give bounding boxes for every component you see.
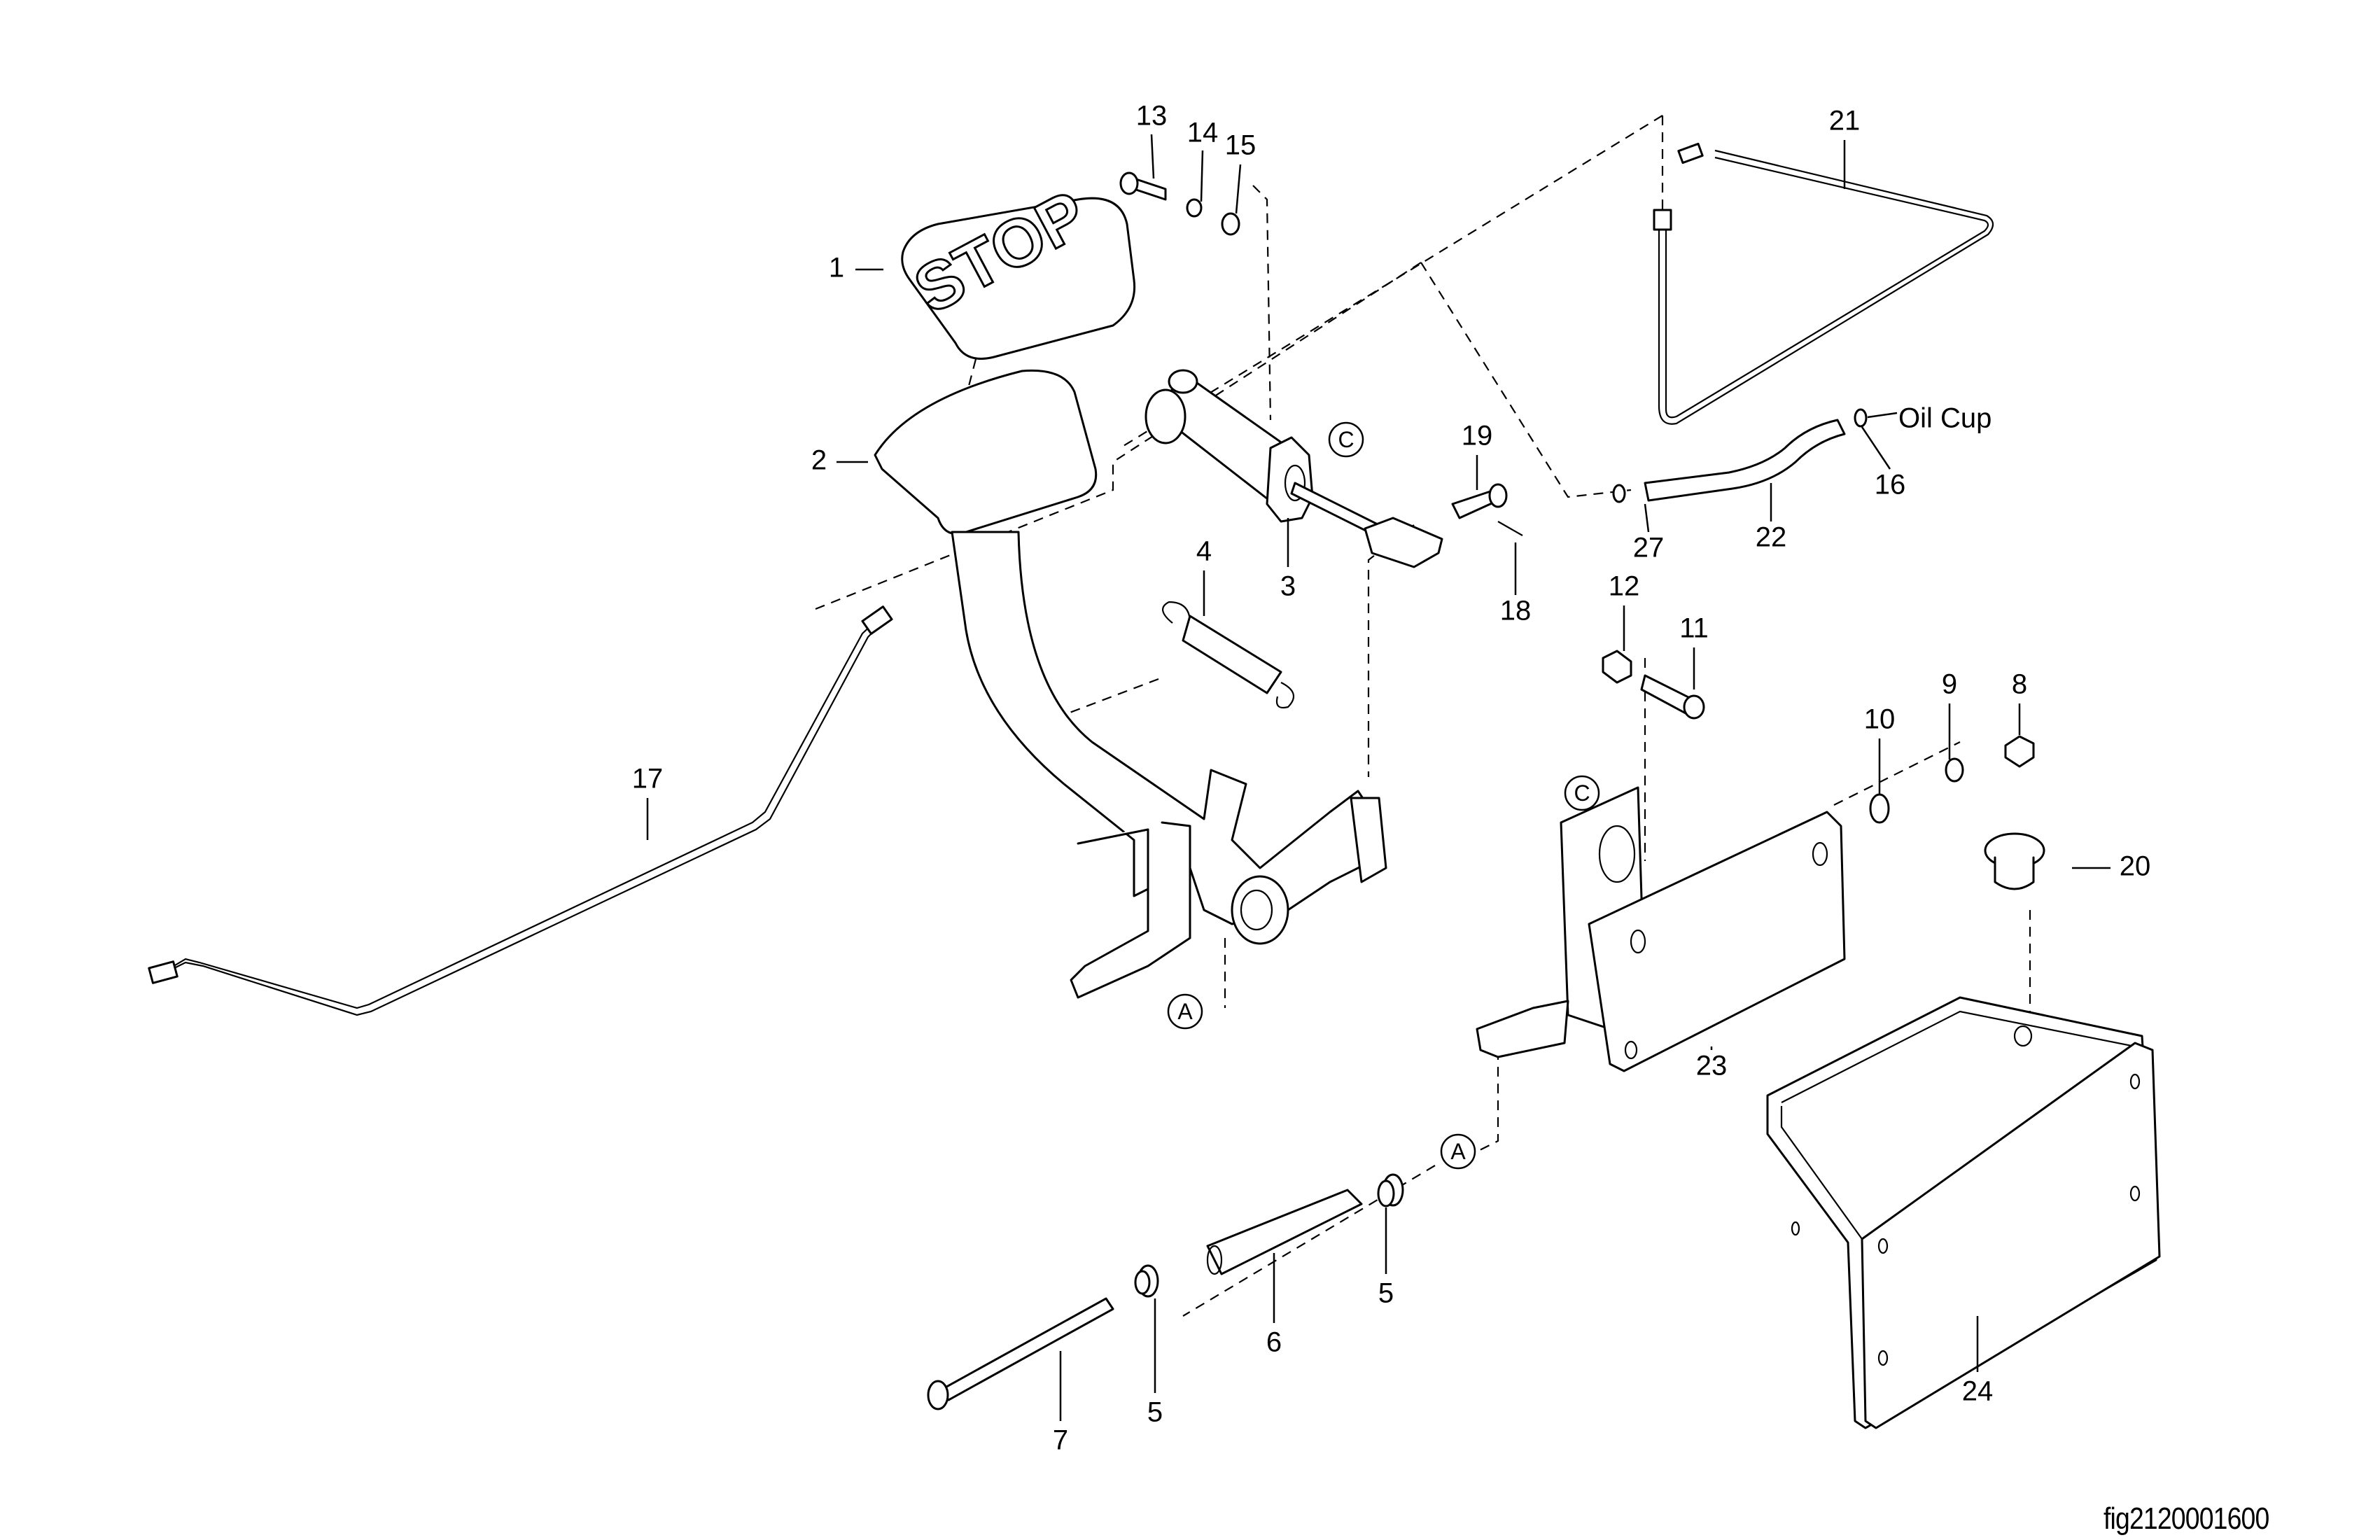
brake-line-21	[1658, 149, 1994, 425]
callout-22: 22	[1756, 483, 1787, 553]
plug-20	[1984, 832, 2045, 890]
leader-line	[1644, 503, 1650, 533]
svg-text:A: A	[1177, 999, 1193, 1024]
callout-number: 23	[1696, 1051, 1728, 1082]
return-spring	[1162, 601, 1295, 709]
callout-number: 5	[1378, 1278, 1394, 1309]
pedal-mount-clevis	[1350, 797, 1387, 883]
hose-22	[1644, 419, 1846, 502]
callout-number: 4	[1196, 536, 1212, 567]
callout-number: 16	[1875, 470, 1906, 500]
reference-marker-A1: A	[1167, 993, 1203, 1030]
callout-18: 18	[1500, 542, 1532, 626]
callout-number: 9	[1942, 669, 1957, 700]
callout-number: 14	[1187, 118, 1219, 148]
callout-number: 11	[1679, 613, 1709, 644]
callout-2: 2	[811, 445, 868, 476]
hose-clamp-16	[1854, 408, 1868, 428]
callout-number: 20	[2120, 851, 2151, 882]
reference-marker-C1: C	[1328, 421, 1364, 458]
callout-number: 15	[1225, 130, 1256, 161]
flat-washer-15	[1221, 212, 1240, 236]
callout-number: 21	[1829, 106, 1861, 136]
reference-marker-C2: C	[1564, 775, 1600, 811]
callout-3: 3	[1280, 518, 1296, 602]
callout-number: 22	[1756, 522, 1787, 553]
callout-number: 3	[1280, 571, 1296, 602]
leader-line	[1235, 164, 1242, 214]
callout-7: 7	[1053, 1351, 1068, 1456]
callout-4: 4	[1196, 536, 1212, 616]
svg-text:C: C	[1574, 780, 1590, 806]
pedal-pivot-hub	[1231, 875, 1289, 945]
lock-washer-14	[1186, 198, 1203, 218]
callout-number: 27	[1633, 533, 1665, 564]
callout-number: 17	[632, 764, 664, 794]
callout-number: 1	[829, 253, 844, 284]
callout-number: 19	[1462, 421, 1493, 451]
callout-23: 23	[1696, 1046, 1728, 1082]
callout-5a: 5	[1147, 1298, 1163, 1428]
cotter-pin	[1497, 521, 1523, 536]
callout-20: 20	[2072, 851, 2150, 882]
callout-19: 19	[1462, 421, 1493, 490]
pedal-foot-bracket	[1070, 821, 1191, 999]
callout-number: 13	[1136, 101, 1168, 132]
callout-number: 2	[811, 445, 827, 476]
callout-9: 9	[1942, 669, 1957, 760]
mount-box	[1766, 996, 2161, 1429]
annotation-oil-cup: Oil Cup	[1898, 403, 1991, 434]
callout-10: 10	[1864, 704, 1896, 794]
svg-text:C: C	[1338, 427, 1354, 452]
master-cylinder	[1144, 369, 1443, 568]
callout-number: 5	[1147, 1397, 1163, 1428]
callout-14: 14	[1187, 118, 1219, 202]
callout-27: 27	[1633, 503, 1665, 564]
leader-line	[1861, 426, 1891, 470]
callout-12: 12	[1609, 571, 1640, 651]
svg-text:A: A	[1450, 1139, 1466, 1164]
brake-line-17	[164, 622, 879, 1016]
callout-24: 24	[1962, 1316, 1994, 1407]
reference-marker-A2: A	[1440, 1133, 1476, 1170]
callout-21: 21	[1829, 106, 1861, 189]
callout-number: 10	[1864, 704, 1896, 735]
callout-13: 13	[1136, 101, 1168, 179]
pedal-bracket	[1476, 786, 1846, 1072]
callout-5b: 5	[1378, 1208, 1394, 1309]
callout-number: 24	[1962, 1376, 1994, 1407]
nut-12	[1602, 650, 1632, 684]
callout-number: 7	[1053, 1425, 1068, 1456]
callout-number: 8	[2012, 669, 2027, 700]
bushing-upper	[1377, 1173, 1404, 1208]
callout-11: 11	[1679, 613, 1709, 690]
callout-1: 1	[829, 253, 883, 284]
leader-line	[1200, 150, 1204, 202]
hose-clamp-27	[1612, 484, 1626, 503]
bushing-lower	[1134, 1264, 1159, 1298]
callout-number: 18	[1500, 596, 1532, 626]
nut-8	[2004, 735, 2035, 768]
leader-line	[1150, 134, 1155, 179]
callout-15: 15	[1225, 130, 1256, 214]
spacer-tube-6	[1206, 1189, 1363, 1275]
callout-17: 17	[632, 764, 664, 840]
callout-8: 8	[2012, 669, 2027, 735]
callout-number: 6	[1266, 1327, 1282, 1358]
lock-washer-9	[1945, 757, 1964, 783]
callout-16: 16	[1861, 426, 1906, 500]
figure-id: fig2120001600	[2104, 1502, 2269, 1536]
callout-6: 6	[1266, 1253, 1282, 1358]
callout-number: 12	[1609, 571, 1640, 602]
